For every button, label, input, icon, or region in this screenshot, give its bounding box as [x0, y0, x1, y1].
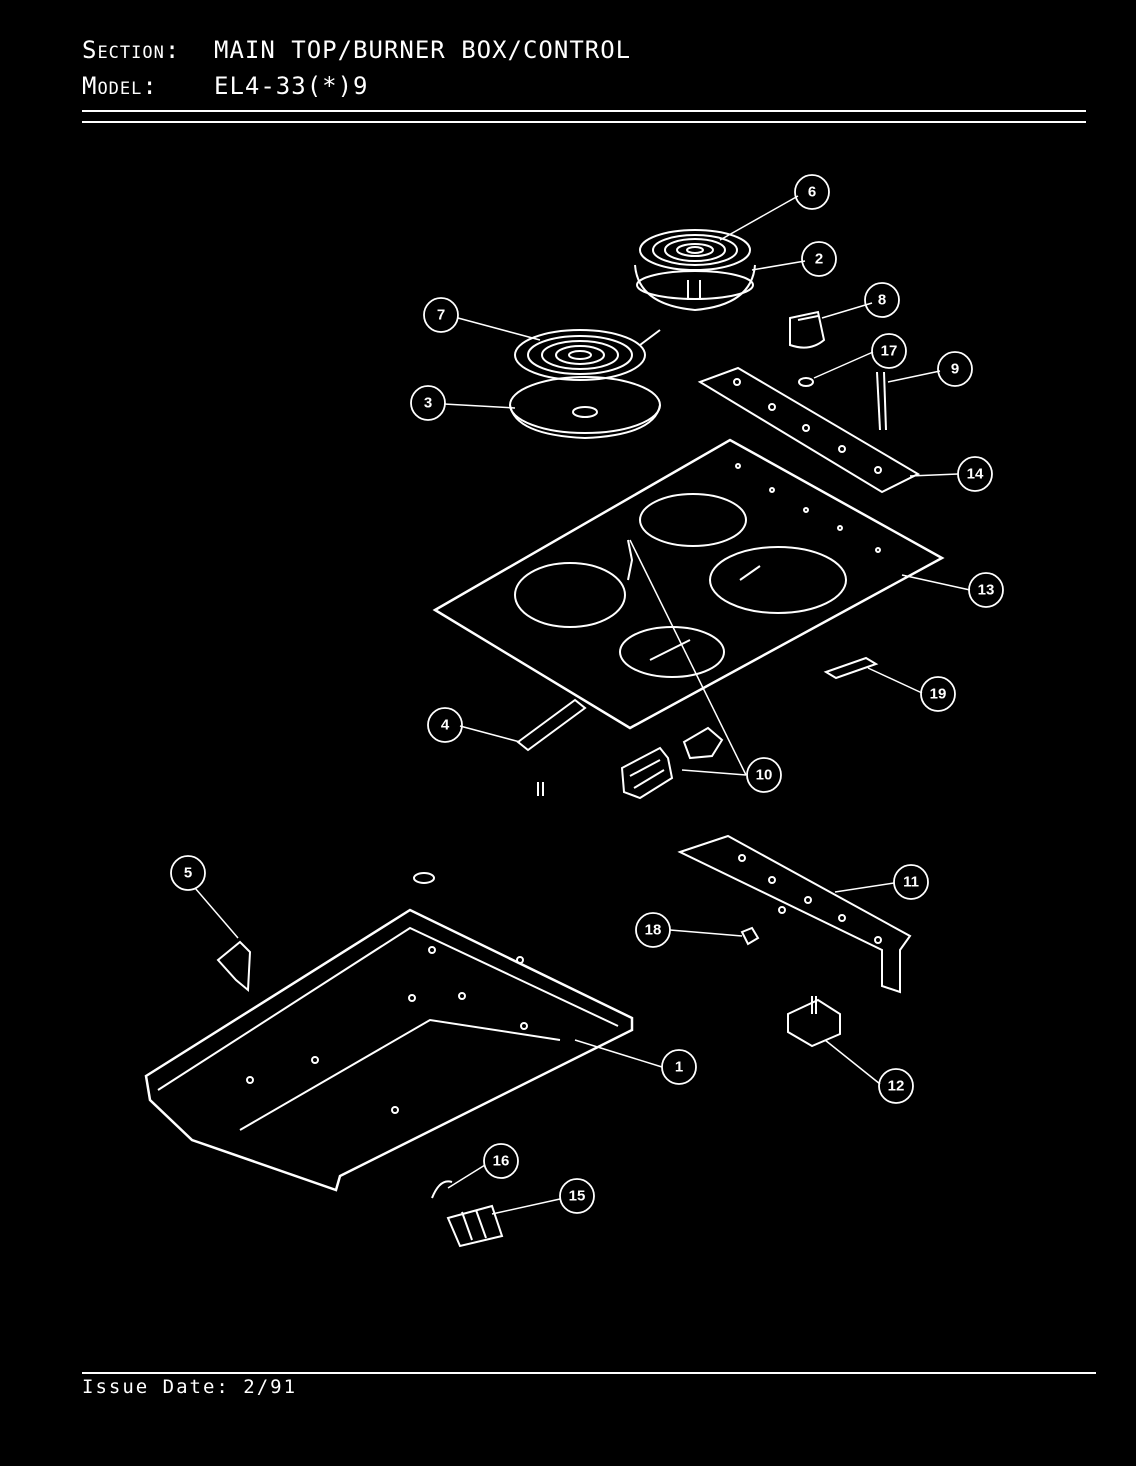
callout-7-label: 7 [437, 307, 445, 324]
burner-box-panel [677, 834, 912, 994]
callout-9-label: 9 [951, 361, 959, 378]
bracket [216, 940, 252, 993]
callout-14 [957, 456, 993, 492]
callout-4-label: 4 [441, 717, 450, 734]
callout-19-label: 19 [930, 686, 947, 703]
callout-2-label: 2 [815, 251, 823, 268]
callout-16-label: 16 [493, 1153, 510, 1170]
callout-5 [170, 855, 206, 891]
callout-8 [864, 282, 900, 318]
main-top [432, 438, 945, 730]
callout-10 [746, 757, 782, 793]
model-header: Model: EL4-33(*)9 [82, 72, 369, 100]
callout-17 [871, 333, 907, 369]
model-value: EL4-33(*)9 [214, 72, 369, 100]
model-label: Model: [82, 72, 158, 100]
rod-part [876, 371, 887, 431]
clip-part [740, 926, 760, 946]
callout-circles [170, 174, 1004, 1214]
section-value: MAIN TOP/BURNER BOX/CONTROL [214, 36, 632, 64]
callout-9 [937, 351, 973, 387]
callout-11-label: 11 [903, 874, 919, 891]
leader-lines [194, 195, 971, 1215]
footer-rule [82, 1372, 1096, 1374]
terminal-strip [516, 698, 587, 796]
callout-19 [920, 676, 956, 712]
header-rule-bottom [82, 121, 1086, 123]
callout-18 [635, 912, 671, 948]
callout-13-label: 13 [978, 582, 995, 599]
callout-12-label: 12 [888, 1078, 905, 1095]
callout-16 [483, 1143, 519, 1179]
callout-7 [423, 297, 459, 333]
washer [798, 377, 814, 387]
callout-3 [410, 385, 446, 421]
surface-element-large [514, 329, 661, 381]
burner-box [144, 908, 634, 1192]
callout-3-label: 3 [424, 395, 432, 412]
label-plate [823, 656, 879, 680]
callout-14-label: 14 [967, 466, 984, 483]
callout-15 [559, 1178, 595, 1214]
infinite-switch [787, 996, 841, 1048]
section-label: Section: [82, 36, 181, 64]
cord-terminal [431, 1180, 504, 1248]
callout-6-label: 6 [808, 184, 816, 201]
callout-1-label: 1 [675, 1059, 683, 1076]
callout-12 [878, 1068, 914, 1104]
surface-element-small [639, 229, 751, 271]
callout-13 [968, 572, 1004, 608]
callout-6 [794, 174, 830, 210]
receptacle-set [620, 726, 724, 800]
grommet [413, 872, 435, 884]
callout-5-label: 5 [184, 865, 192, 882]
callout-4 [427, 707, 463, 743]
callout-18-label: 18 [645, 922, 662, 939]
control-panel-strip [697, 366, 921, 494]
callout-2 [801, 241, 837, 277]
drip-bowl-small [634, 264, 756, 312]
callout-17-label: 17 [881, 343, 898, 360]
header-rule-top [82, 110, 1086, 112]
callout-15-label: 15 [569, 1188, 586, 1205]
drip-bowl-large [509, 376, 661, 440]
section-header: Section: MAIN TOP/BURNER BOX/CONTROL [82, 36, 631, 64]
callout-10-label: 10 [756, 767, 773, 784]
callout-11 [893, 864, 929, 900]
callout-8-label: 8 [878, 292, 886, 309]
control-knob [789, 310, 826, 349]
issue-date: Issue Date: 2/91 [82, 1376, 298, 1398]
callout-1 [661, 1049, 697, 1085]
